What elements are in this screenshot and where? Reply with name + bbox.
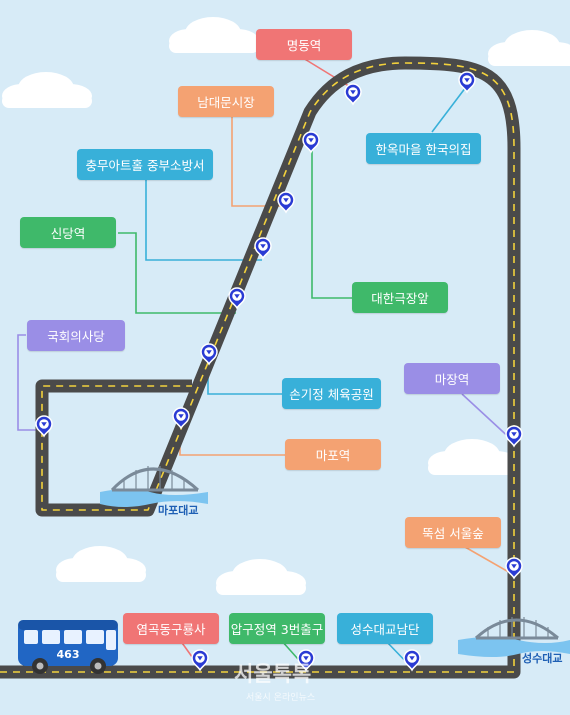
seongsu-bridge xyxy=(458,617,570,657)
stop-chungmu: 충무아트홀 중부소방서 xyxy=(77,149,213,180)
stop-gukhoe: 국회의사당 xyxy=(27,320,125,351)
pin-myeongdong xyxy=(344,83,362,105)
pin-daehan xyxy=(302,131,320,153)
stop-seongsunam: 성수대교남단 xyxy=(337,613,433,644)
stop-apgujeong: 압구정역 3번출구 xyxy=(229,613,325,644)
bus-icon: 463 xyxy=(18,620,118,674)
stop-myeongdong: 명동역 xyxy=(256,29,352,60)
stop-majang: 마장역 xyxy=(404,363,500,394)
stop-daehan: 대한극장앞 xyxy=(352,282,448,313)
stop-sindang: 신당역 xyxy=(20,217,116,248)
stop-namdaemun: 남대문시장 xyxy=(178,86,274,117)
stop-yeomgok: 염곡동구룡사 xyxy=(123,613,219,644)
mapo-bridge-label: 마포대교 xyxy=(158,504,199,517)
stop-mapo: 마포역 xyxy=(285,439,381,470)
watermark-logo: 서울톡톡 xyxy=(234,662,312,686)
pin-hanok xyxy=(458,71,476,93)
stop-ttukseom: 뚝섬 서울숲 xyxy=(405,517,501,548)
stop-songijeong: 손기정 체육공원 xyxy=(282,378,381,409)
bus-number: 463 xyxy=(57,648,80,661)
mapo-bridge xyxy=(100,466,208,507)
seongsu-bridge-label: 성수대교 xyxy=(522,652,563,665)
pin-namdaemun xyxy=(277,191,295,213)
bus-route-road xyxy=(0,56,521,679)
stop-hanok: 한옥마을 한국의집 xyxy=(366,133,481,164)
watermark-subtitle: 서울시 온라인뉴스 xyxy=(246,693,316,703)
